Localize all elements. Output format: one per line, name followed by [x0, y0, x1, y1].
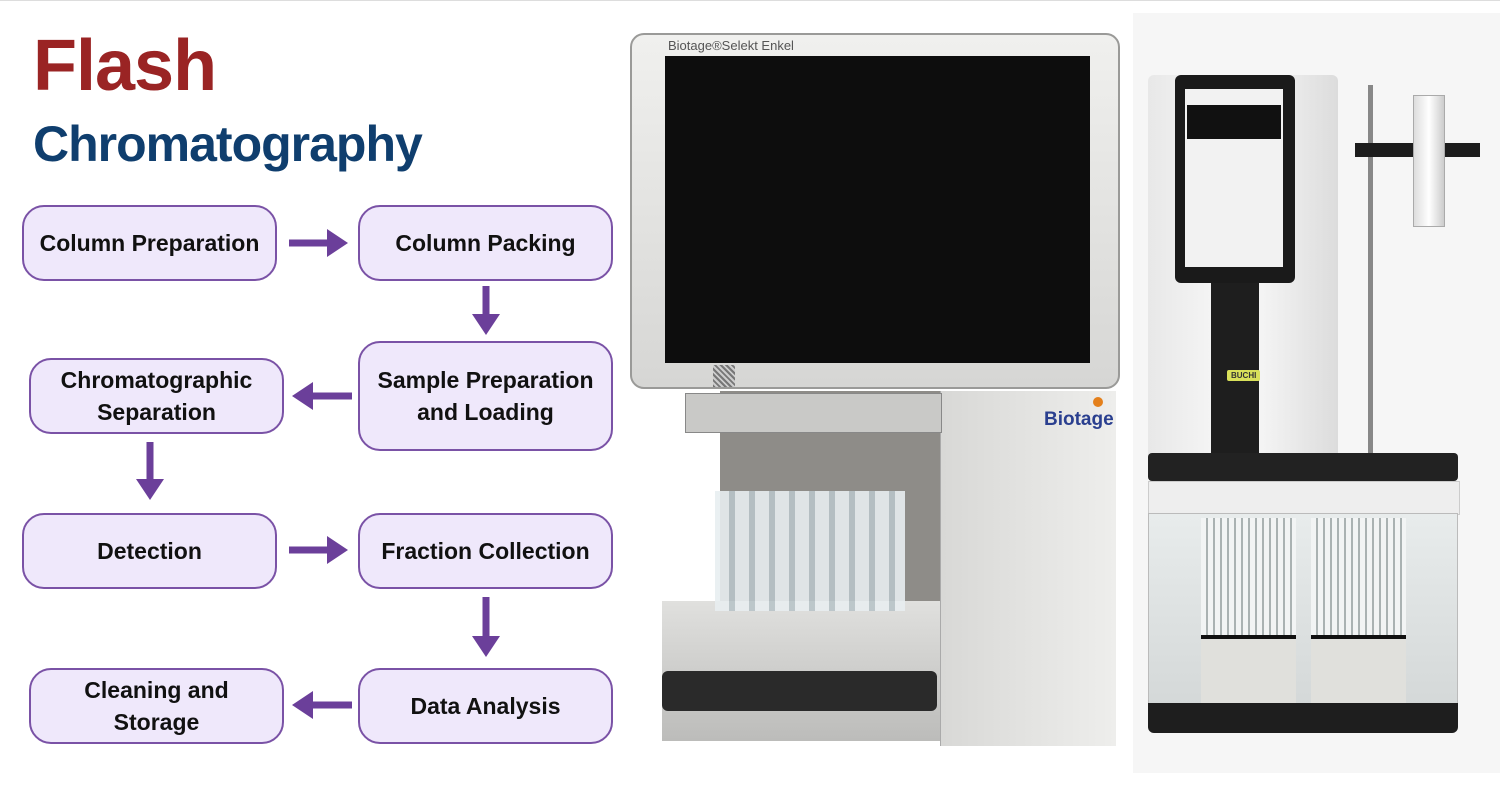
biotage-logo: Biotage — [1044, 409, 1114, 430]
biotage-instrument-image: Biotage®Selekt Enkel Biotage — [630, 31, 1130, 771]
step-cleaning-storage: Cleaning and Storage — [29, 668, 284, 744]
step-column-packing: Column Packing — [358, 205, 613, 281]
flow-arrows — [136, 229, 500, 719]
step-chromatographic-separation: Chromatographic Separation — [29, 358, 284, 434]
step-detection: Detection — [22, 513, 277, 589]
title-flash: Flash — [33, 26, 217, 106]
qr-code — [713, 365, 735, 387]
title-chromatography: Chromatography — [33, 116, 423, 172]
step-sample-preparation: Sample Preparation and Loading — [358, 341, 613, 451]
buchi-instrument-image: BUCHI — [1133, 13, 1500, 773]
buchi-logo: BUCHI — [1227, 370, 1261, 381]
step-data-analysis: Data Analysis — [358, 668, 613, 744]
step-fraction-collection: Fraction Collection — [358, 513, 613, 589]
step-column-preparation: Column Preparation — [22, 205, 277, 281]
instrument-model-label: Biotage®Selekt Enkel — [668, 38, 794, 53]
